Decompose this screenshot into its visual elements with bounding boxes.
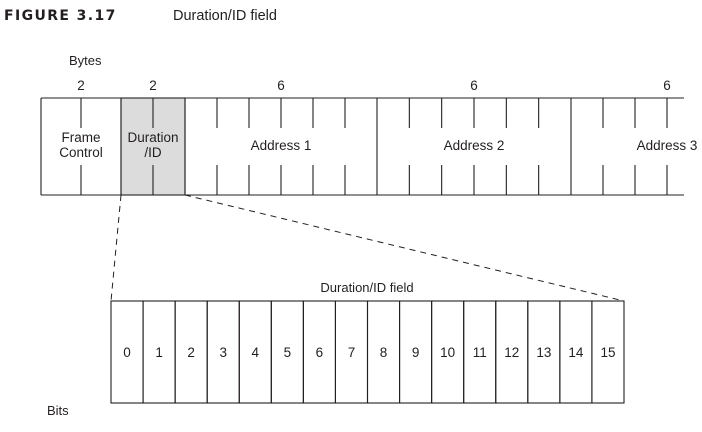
bit-number: 1: [155, 345, 163, 360]
zoom-line-right: [184, 194, 625, 302]
bit-cell: 0: [110, 300, 144, 404]
bits-axis-label: Bits: [47, 403, 69, 418]
field-byte-count: 6: [663, 78, 671, 93]
bit-number: 11: [473, 345, 487, 360]
field-name: Address 1: [251, 138, 312, 153]
bit-cell: 4: [238, 300, 272, 404]
bit-number: 13: [536, 345, 551, 360]
bit-cell: 9: [399, 300, 433, 404]
bit-cell: 15: [591, 300, 625, 404]
bit-cell: 2: [174, 300, 208, 404]
figure-title: Duration/ID field: [173, 8, 277, 24]
zoom-line-left: [110, 194, 122, 302]
detail-title: Duration/ID field: [320, 280, 413, 295]
bit-number: 7: [348, 345, 356, 360]
bit-cell: 1: [142, 300, 176, 404]
figure-label: FIGURE 3.17: [4, 8, 117, 24]
bit-number: 8: [380, 345, 388, 360]
bit-number: 9: [412, 345, 420, 360]
bit-cell: 14: [559, 300, 593, 404]
bit-number: 14: [568, 345, 584, 360]
bit-number: 4: [252, 345, 260, 360]
bit-number: 12: [504, 345, 519, 360]
bit-cell: 12: [495, 300, 529, 404]
bytes-axis-label: Bytes: [69, 53, 102, 68]
field-name: Address 3: [637, 138, 698, 153]
bit-cell: 6: [302, 300, 336, 404]
field-byte-count: 6: [470, 78, 478, 93]
field-name: Address 2: [444, 138, 505, 153]
bit-number: 10: [440, 345, 455, 360]
bit-cell: 7: [334, 300, 369, 404]
bit-cell: 8: [366, 300, 401, 404]
bit-number: 0: [123, 345, 131, 360]
bit-cell: 3: [206, 300, 240, 404]
bit-cell-box: [591, 300, 625, 404]
field-byte-count: 2: [77, 78, 85, 93]
field-byte-count: 6: [277, 78, 285, 93]
bit-cell: 10: [431, 300, 465, 404]
bit-cell: 5: [270, 300, 304, 404]
bit-number: 3: [219, 345, 227, 360]
field-name: Duration/ID: [127, 130, 178, 160]
bit-number: 2: [187, 345, 195, 360]
zoom-connectors: [110, 194, 625, 302]
bit-number: 6: [316, 345, 324, 360]
bit-number: 5: [284, 345, 292, 360]
bit-number: 15: [600, 345, 615, 360]
bit-cell: 13: [527, 300, 561, 404]
bit-cell: 11: [463, 300, 497, 404]
field-byte-count: 2: [149, 78, 157, 93]
